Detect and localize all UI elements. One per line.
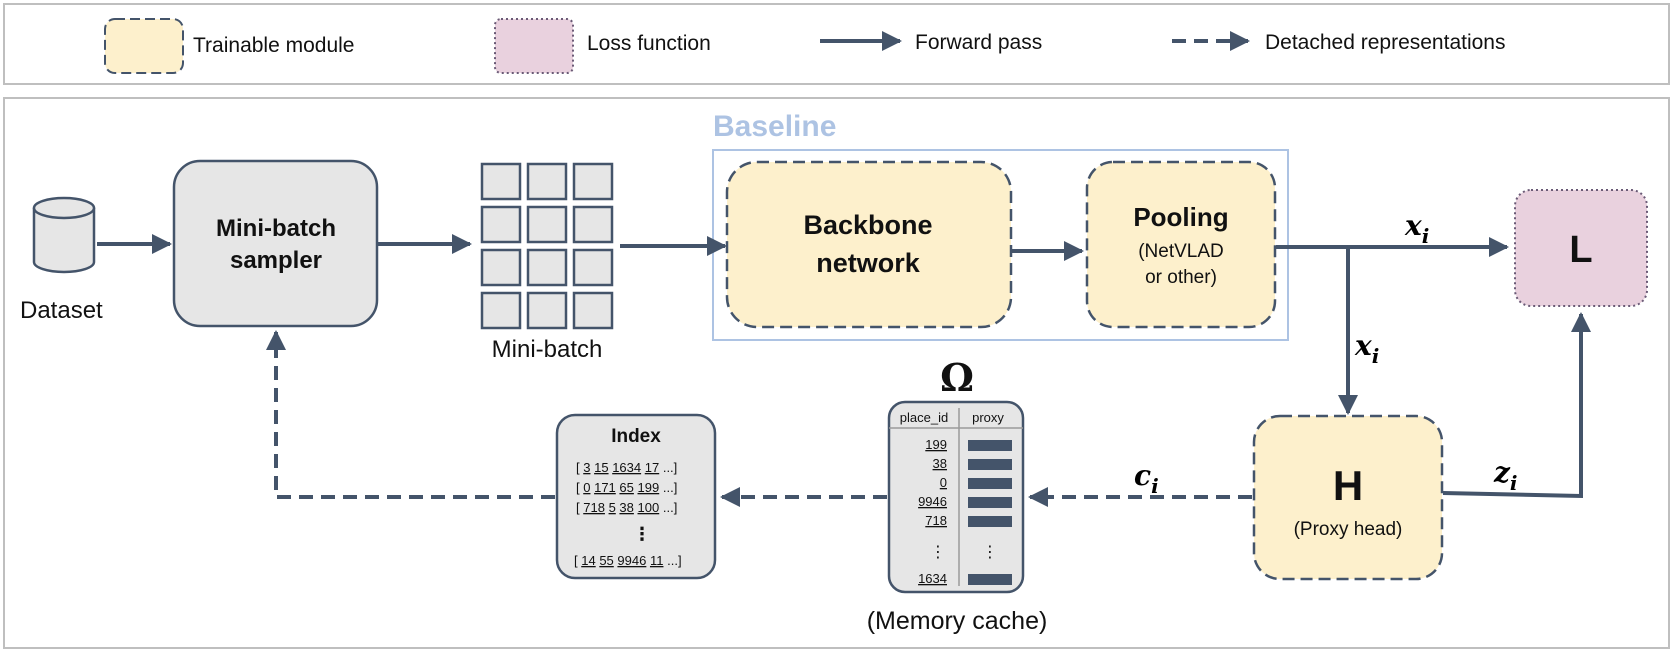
index-row: [ 0 171 65 199 ...]: [576, 480, 677, 495]
arrow-index-sampler: [266, 330, 555, 499]
memory-id: 9946: [918, 494, 947, 509]
memory-proxy-bar: [968, 574, 1012, 585]
memory-id: 38: [933, 456, 947, 471]
dataset-label: Dataset: [20, 297, 103, 324]
backbone-box: [725, 160, 1013, 329]
head-box: [1252, 414, 1444, 581]
memory-proxy-bar: [968, 459, 1012, 470]
memory-dots: ⋮: [930, 544, 946, 561]
label-z: zi: [1493, 456, 1518, 495]
memory-id: 718: [925, 513, 947, 528]
baseline-label: Baseline: [713, 110, 836, 143]
legend-frame: [3, 3, 1670, 85]
legend-trainable-label: Trainable module: [193, 34, 354, 57]
index-rows: [ 3 15 1634 17 ...] [ 0 171 65 199 ...] …: [574, 460, 682, 568]
label-x-top: xi: [1404, 209, 1429, 248]
index-row-last: [ 14 55 9946 11 ...]: [574, 553, 682, 568]
legend-forward-label: Forward pass: [915, 31, 1042, 54]
minibatch-label: Mini-batch: [492, 336, 603, 363]
memory-col-proxy: proxy: [972, 410, 1004, 425]
sampler-label-line1: Mini-batch: [216, 215, 336, 242]
index-box: [555, 413, 717, 580]
arrow-head-loss: [1442, 312, 1591, 499]
loss-box: [1514, 189, 1648, 307]
sampler-label-line2: sampler: [230, 247, 322, 274]
memory-id-last: 1634: [918, 571, 947, 586]
head-sub: (Proxy head): [1294, 519, 1403, 540]
memory-proxy-bar: [968, 478, 1012, 489]
legend-detached-label: Detached representations: [1265, 31, 1506, 54]
backbone-label-line2: network: [816, 248, 921, 278]
dataset-icon: [32, 196, 96, 274]
memory-col-place: place_id: [900, 410, 948, 425]
index-row: [ 3 15 1634 17 ...]: [576, 460, 677, 475]
memory-id: 199: [925, 437, 947, 452]
label-c: ci: [1134, 459, 1159, 498]
pooling-sub1: (NetVLAD: [1138, 241, 1224, 262]
memory-dots: ⋮: [982, 544, 998, 561]
memory-rows: 199 38 0 9946 718 ⋮ ⋮ 1634: [918, 437, 1012, 586]
index-dots: ⋮: [633, 524, 651, 544]
index-row: [ 718 5 38 100 ...]: [576, 500, 677, 515]
memory-proxy-bar: [968, 440, 1012, 451]
legend-trainable-swatch: [104, 18, 184, 74]
head-symbol: H: [1333, 462, 1363, 509]
legend-loss-swatch: [494, 18, 574, 74]
memory-proxy-bar: [968, 497, 1012, 508]
memory-caption: (Memory cache): [867, 607, 1048, 635]
pooling-box: [1085, 160, 1277, 329]
pooling-sub2: or other): [1145, 267, 1217, 288]
memory-symbol: Ω: [940, 355, 974, 400]
memory-id: 0: [940, 475, 947, 490]
sampler-box: [172, 159, 379, 328]
backbone-label-line1: Backbone: [803, 210, 932, 240]
loss-symbol: L: [1569, 229, 1592, 271]
pooling-title: Pooling: [1133, 202, 1228, 232]
minibatch-grid: [480, 162, 614, 330]
index-title: Index: [611, 426, 661, 447]
memory-proxy-bar: [968, 516, 1012, 527]
label-x-side: xi: [1354, 329, 1379, 368]
legend-loss-label: Loss function: [587, 32, 711, 55]
